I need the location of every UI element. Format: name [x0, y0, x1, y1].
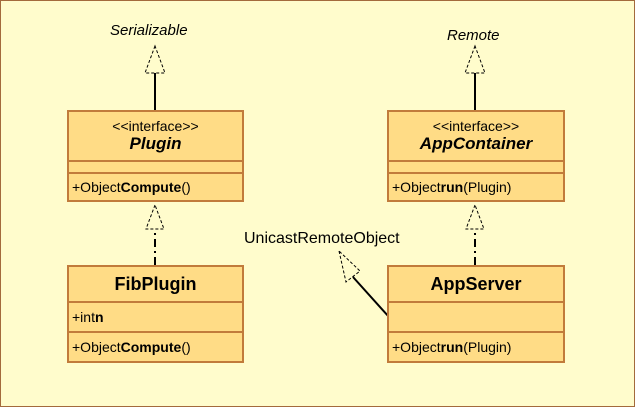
unicast-arrowhead — [338, 249, 361, 283]
unicast-remote-object-label: UnicastRemoteObject — [244, 230, 400, 247]
appserver-op-prefix: +Object — [392, 339, 441, 355]
appcontainer-stereotype: <<interface>> — [432, 118, 520, 134]
appcontainer-realization-arrowhead — [465, 203, 485, 230]
plugin-op-prefix: +Object — [72, 179, 121, 195]
plugin-realization-arrowhead — [145, 203, 165, 230]
appcontainer-name: AppContainer — [419, 134, 533, 153]
fibplugin-header: FibPlugin — [69, 267, 242, 301]
appcontainer-header: <<interface>> AppContainer — [389, 112, 563, 160]
fibplugin-op-suffix: () — [181, 339, 191, 355]
plugin-op-name: Compute — [120, 179, 182, 195]
appserver-op-name: run — [440, 339, 464, 355]
fibplugin-name: FibPlugin — [114, 274, 197, 294]
plugin-operation: +Object Compute() — [69, 172, 242, 200]
appcontainer-op-name: run — [440, 179, 464, 195]
appcontainer-interface-box: <<interface>> AppContainer +Object run(P… — [387, 110, 565, 202]
plugin-attributes — [69, 160, 242, 172]
remote-arrowhead — [464, 44, 486, 74]
fibplugin-class-box: FibPlugin +int n +Object Compute() — [67, 265, 244, 363]
fibplugin-attr-prefix: +int — [72, 309, 95, 325]
serializable-label: Serializable — [110, 22, 188, 39]
appcontainer-attributes — [389, 160, 563, 172]
fibplugin-attr-name: n — [94, 309, 104, 325]
plugin-header: <<interface>> Plugin — [69, 112, 242, 160]
appcontainer-operation: +Object run(Plugin) — [389, 172, 563, 200]
appserver-operation: +Object run(Plugin) — [389, 331, 563, 361]
fibplugin-attributes: +int n — [69, 301, 242, 331]
fibplugin-op-name: Compute — [120, 339, 182, 355]
plugin-name: Plugin — [129, 134, 182, 153]
appcontainer-op-prefix: +Object — [392, 179, 441, 195]
appcontainer-op-suffix: (Plugin) — [463, 179, 512, 195]
appserver-name: AppServer — [430, 274, 522, 294]
appserver-op-suffix: (Plugin) — [463, 339, 512, 355]
plugin-interface-box: <<interface>> Plugin +Object Compute() — [67, 110, 244, 202]
fibplugin-op-prefix: +Object — [72, 339, 121, 355]
appserver-class-box: AppServer +Object run(Plugin) — [387, 265, 565, 363]
plugin-op-suffix: () — [181, 179, 191, 195]
remote-label: Remote — [447, 27, 500, 44]
serializable-arrowhead — [144, 44, 166, 74]
plugin-stereotype: <<interface>> — [112, 118, 199, 134]
appserver-header: AppServer — [389, 267, 563, 301]
appserver-extends-unicast-line — [352, 276, 390, 318]
appserver-attributes — [389, 301, 563, 331]
fibplugin-operation: +Object Compute() — [69, 331, 242, 361]
